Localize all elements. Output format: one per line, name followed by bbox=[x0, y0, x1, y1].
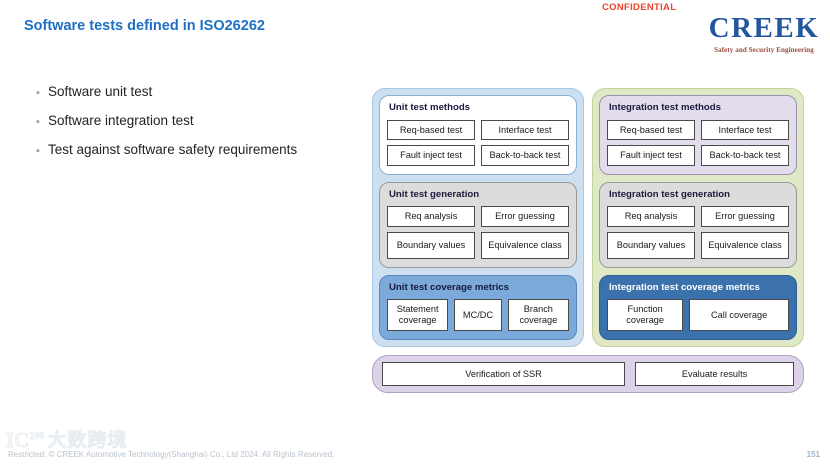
panel-row: Fault inject test Back-to-back test bbox=[387, 145, 569, 166]
confidential-label: CONFIDENTIAL bbox=[602, 2, 677, 13]
diagram-cell: Function coverage bbox=[607, 299, 684, 331]
bullet-label: Software unit test bbox=[48, 84, 153, 99]
list-item: ▪ Software unit test bbox=[36, 84, 366, 99]
panel-title: Integration test generation bbox=[609, 188, 730, 200]
integration-test-column: Integration test methods Req-based test … bbox=[592, 88, 804, 347]
test-taxonomy-diagram: Unit test methods Req-based test Interfa… bbox=[372, 88, 804, 418]
diagram-cell: Error guessing bbox=[701, 206, 789, 227]
diagram-cell: Fault inject test bbox=[607, 145, 695, 166]
diagram-cell: Req analysis bbox=[607, 206, 695, 227]
panel-row: Boundary values Equivalence class bbox=[607, 231, 789, 259]
diagram-cell: Boundary values bbox=[387, 231, 475, 259]
list-item: ▪ Test against software safety requireme… bbox=[36, 142, 366, 157]
panel-row: Boundary values Equivalence class bbox=[387, 231, 569, 259]
bullet-list: ▪ Software unit test ▪ Software integrat… bbox=[36, 84, 366, 171]
diagram-columns: Unit test methods Req-based test Interfa… bbox=[372, 88, 804, 347]
watermark-superscript: 100 bbox=[29, 431, 45, 442]
panel-integration-test-generation: Integration test generation Req analysis… bbox=[599, 181, 797, 268]
diagram-cell: MC/DC bbox=[454, 299, 502, 331]
diagram-cell: Branch coverage bbox=[507, 299, 569, 331]
unit-test-column: Unit test methods Req-based test Interfa… bbox=[372, 88, 584, 347]
panel-unit-test-coverage-metrics: Unit test coverage metrics Statement cov… bbox=[379, 274, 577, 340]
panel-title: Integration test methods bbox=[609, 102, 721, 113]
diagram-cell: Interface test bbox=[481, 119, 569, 141]
diagram-cell: Interface test bbox=[701, 119, 789, 141]
diagram-cell: Equivalence class bbox=[481, 231, 569, 259]
panel-unit-test-generation: Unit test generation Req analysis Error … bbox=[379, 181, 577, 268]
diagram-cell: Verification of SSR bbox=[382, 361, 626, 387]
panel-title: Unit test coverage metrics bbox=[389, 281, 509, 293]
page-number: 151 bbox=[806, 450, 820, 459]
watermark: IC100 大数跨境 bbox=[6, 428, 128, 452]
watermark-latin: IC100 bbox=[6, 428, 45, 452]
bullet-label: Test against software safety requirement… bbox=[48, 142, 298, 157]
panel-row: Req-based test Interface test bbox=[387, 119, 569, 141]
panel-row: Function coverage Call coverage bbox=[607, 299, 789, 331]
watermark-chinese: 大数跨境 bbox=[47, 430, 128, 451]
diagram-cell: Statement coverage bbox=[387, 299, 449, 331]
copyright-notice: Restricted: © CREEK Automotive Technolog… bbox=[8, 450, 335, 459]
diagram-cell: Fault inject test bbox=[387, 145, 475, 166]
diagram-cell: Error guessing bbox=[481, 206, 569, 227]
logo-wordmark: CREEK bbox=[708, 12, 820, 44]
panel-title: Integration test coverage metrics bbox=[609, 281, 760, 293]
panel-unit-test-methods: Unit test methods Req-based test Interfa… bbox=[379, 95, 577, 175]
diagram-cell: Boundary values bbox=[607, 231, 695, 259]
page-title: Software tests defined in ISO26262 bbox=[24, 18, 265, 34]
diagram-cell: Back-to-back test bbox=[481, 145, 569, 166]
panel-title: Unit test methods bbox=[389, 102, 471, 113]
panel-row: Req analysis Error guessing bbox=[387, 206, 569, 227]
diagram-cell: Equivalence class bbox=[701, 231, 789, 259]
diagram-cell: Req-based test bbox=[607, 119, 695, 141]
diagram-cell: Req analysis bbox=[387, 206, 475, 227]
logo-tagline: Safety and Security Engineering bbox=[714, 46, 814, 54]
bullet-label: Software integration test bbox=[48, 113, 194, 128]
panel-title: Unit test generation bbox=[389, 188, 480, 200]
panel-row: Req-based test Interface test bbox=[607, 119, 789, 141]
creek-logo: CREEK Safety and Security Engineering bbox=[703, 12, 825, 55]
list-item: ▪ Software integration test bbox=[36, 113, 366, 128]
panel-integration-test-methods: Integration test methods Req-based test … bbox=[599, 95, 797, 175]
bullet-dot-icon: ▪ bbox=[36, 145, 40, 157]
bullet-dot-icon: ▪ bbox=[36, 87, 40, 99]
diagram-cell: Back-to-back test bbox=[701, 145, 789, 166]
diagram-cell: Call coverage bbox=[689, 299, 789, 331]
panel-row: Fault inject test Back-to-back test bbox=[607, 145, 789, 166]
panel-row: Req analysis Error guessing bbox=[607, 206, 789, 227]
bullet-dot-icon: ▪ bbox=[36, 116, 40, 128]
panel-integration-test-coverage-metrics: Integration test coverage metrics Functi… bbox=[599, 274, 797, 340]
panel-row: Statement coverage MC/DC Branch coverage bbox=[387, 299, 569, 331]
diagram-cell: Evaluate results bbox=[635, 361, 794, 387]
diagram-cell: Req-based test bbox=[387, 119, 475, 141]
verification-bar: Verification of SSR Evaluate results bbox=[372, 354, 804, 394]
